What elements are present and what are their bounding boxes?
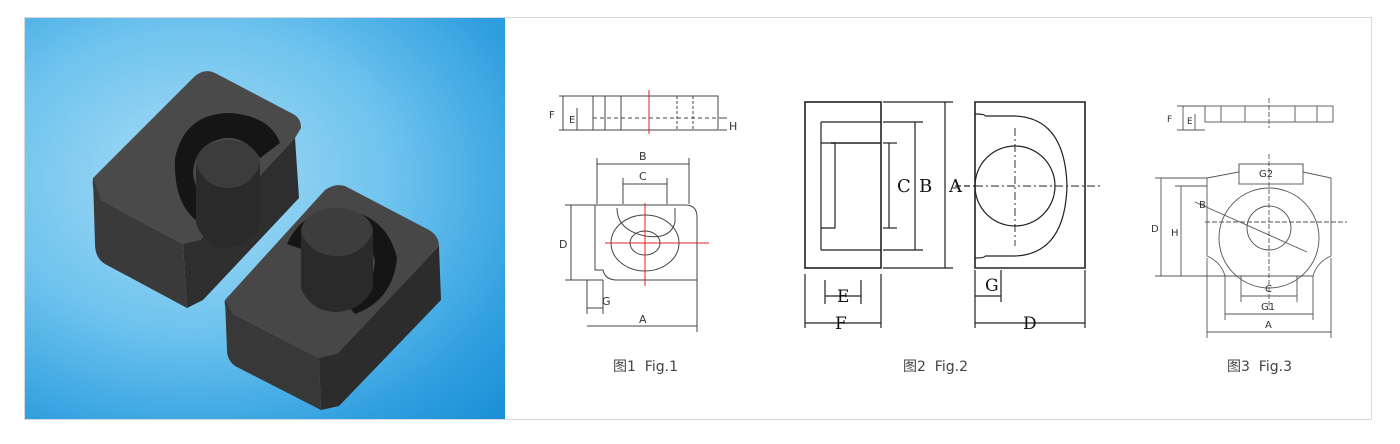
fig3-label-D: D <box>1151 224 1159 235</box>
core-half-right <box>224 185 441 410</box>
fig2-label-G: G <box>985 276 999 296</box>
fig1-label-A: A <box>639 313 647 326</box>
fig3-label-B: B <box>1199 200 1206 211</box>
fig3-drawing <box>1155 98 1347 338</box>
fig1-label-C: C <box>639 170 647 183</box>
fig1-label-G: G <box>602 295 611 308</box>
fig2-caption: 图2 Fig.2 <box>903 359 968 375</box>
fig2-label-A: A <box>948 176 963 197</box>
fig2-label-D: D <box>1023 314 1037 334</box>
technical-drawings: F E H B C D G A <box>505 18 1371 419</box>
fig1-label-F: F <box>549 110 555 121</box>
fig2-label-C: C <box>897 176 911 197</box>
ferrite-core-illustration <box>92 71 441 410</box>
fig3-label-E: E <box>1187 117 1193 127</box>
product-photo <box>25 18 505 419</box>
fig2-label-B: B <box>919 176 932 197</box>
fig1-caption: 图1 Fig.1 <box>613 359 678 375</box>
drawings-canvas: F E H B C D G A <box>549 90 1347 338</box>
fig3-label-C: C <box>1265 284 1272 295</box>
fig2-label-E: E <box>837 287 849 307</box>
fig1-label-D: D <box>559 238 567 251</box>
fig1-label-H: H <box>729 120 737 133</box>
fig3-label-F: F <box>1167 115 1172 125</box>
fig3-label-A: A <box>1265 320 1272 331</box>
fig3-caption: 图3 Fig.3 <box>1227 359 1292 375</box>
fig1-label-E: E <box>569 115 575 126</box>
fig3-label-H: H <box>1171 228 1179 239</box>
fig3-label-G2: G2 <box>1259 169 1273 180</box>
core-half-left <box>92 71 302 308</box>
fig3-label-G1: G1 <box>1261 302 1275 313</box>
fig2-label-F: F <box>835 314 847 334</box>
fig1-label-B: B <box>639 150 647 163</box>
fig1-drawing <box>559 90 727 332</box>
fig2-drawing <box>804 101 1103 328</box>
